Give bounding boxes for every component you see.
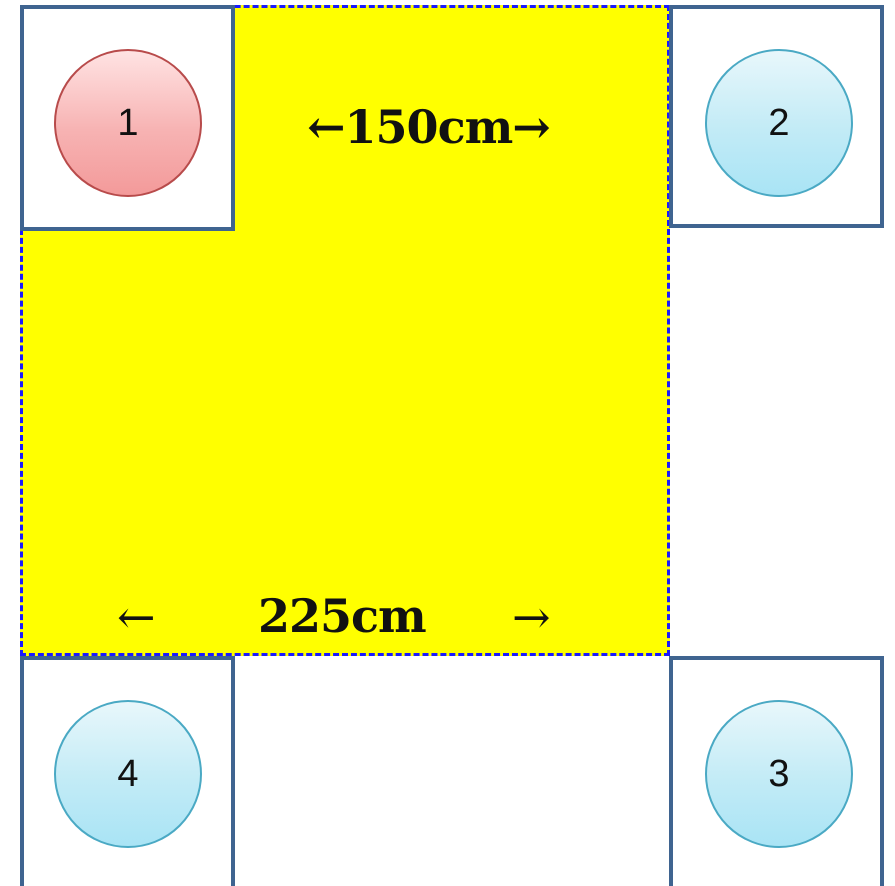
bottom-right-arrow: →	[512, 590, 551, 644]
circle-1-number: 1	[117, 101, 139, 144]
circle-3: 3	[705, 700, 853, 848]
top-dimension-label: ←150cm→	[307, 100, 551, 154]
circle-3-number: 3	[768, 752, 790, 795]
circle-1: 1	[54, 49, 202, 197]
bottom-left-arrow: ←	[117, 590, 156, 644]
bottom-dimension-label: 225cm	[258, 589, 427, 643]
circle-4: 4	[54, 700, 202, 848]
circle-4-number: 4	[117, 752, 139, 795]
circle-2: 2	[705, 49, 853, 197]
circle-2-number: 2	[768, 101, 790, 144]
